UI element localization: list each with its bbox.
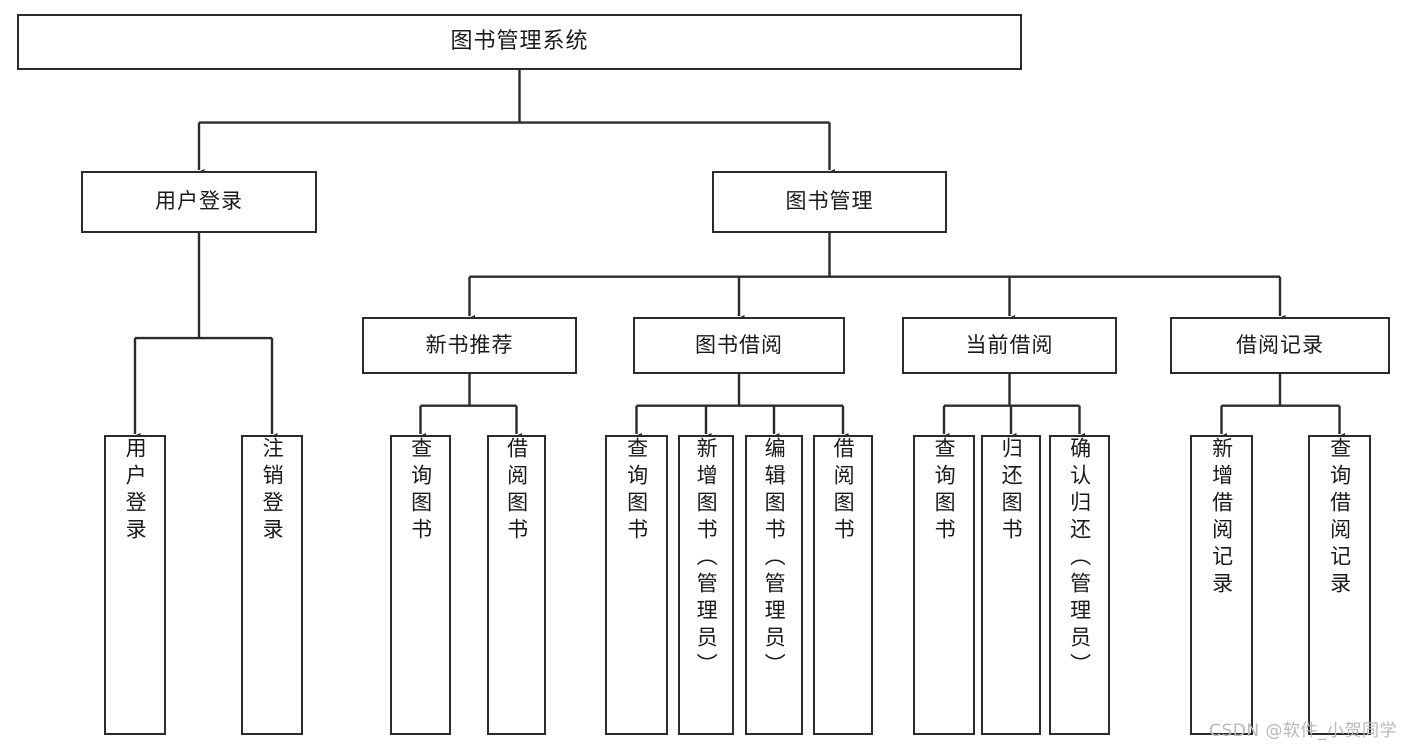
node-label: 当前借阅 [965,332,1054,357]
node-label: 图书管理系统 [450,28,589,54]
watermark: CSDN @软件_小贺同学 [1209,721,1397,741]
node-leaf-query-book-2[interactable]: 查询图书 [605,435,668,735]
node-label: 借阅记录 [1236,332,1324,357]
node-leaf-query-book-1[interactable]: 查询图书 [390,435,451,735]
node-label: 查询图书 [624,437,649,545]
node-leaf-query-book-3[interactable]: 查询图书 [913,435,975,735]
node-label: 用户登录 [155,189,243,214]
node-label: 用户登录 [123,437,148,545]
node-book-borrow[interactable]: 图书借阅 [633,317,845,374]
node-label: 新增图书（管理员） [694,437,719,680]
node-label: 归还图书 [999,437,1024,545]
node-leaf-confirm-return[interactable]: 确认归还（管理员） [1049,435,1110,735]
node-label: 图书管理 [785,189,874,214]
node-user-login[interactable]: 用户登录 [81,171,317,233]
node-label: 查询图书 [408,437,433,545]
node-leaf-borrow-book-1[interactable]: 借阅图书 [487,435,546,735]
node-root[interactable]: 图书管理系统 [17,14,1022,70]
node-label: 图书借阅 [695,332,783,357]
node-label: 编辑图书（管理员） [762,437,787,680]
node-label: 确认归还（管理员） [1067,437,1092,680]
node-label: 借阅图书 [831,437,856,545]
node-borrow-record[interactable]: 借阅记录 [1170,317,1390,374]
node-label: 查询借阅记录 [1327,437,1352,599]
node-label: 查询图书 [932,437,957,545]
node-new-book-rec[interactable]: 新书推荐 [362,317,577,374]
node-label: 借阅图书 [504,437,529,545]
node-leaf-add-record[interactable]: 新增借阅记录 [1190,435,1253,735]
node-leaf-user-logout[interactable]: 注销登录 [241,435,303,735]
node-label: 新书推荐 [425,332,514,357]
node-leaf-borrow-book-2[interactable]: 借阅图书 [813,435,873,735]
node-book-manage[interactable]: 图书管理 [712,171,947,233]
node-leaf-add-book[interactable]: 新增图书（管理员） [678,435,734,735]
node-leaf-edit-book[interactable]: 编辑图书（管理员） [745,435,803,735]
node-label: 注销登录 [260,437,285,545]
node-leaf-query-record[interactable]: 查询借阅记录 [1308,435,1371,735]
node-leaf-user-login[interactable]: 用户登录 [104,435,166,735]
node-current-borrow[interactable]: 当前借阅 [902,317,1117,374]
node-leaf-return-book[interactable]: 归还图书 [981,435,1041,735]
node-label: 新增借阅记录 [1209,437,1234,599]
